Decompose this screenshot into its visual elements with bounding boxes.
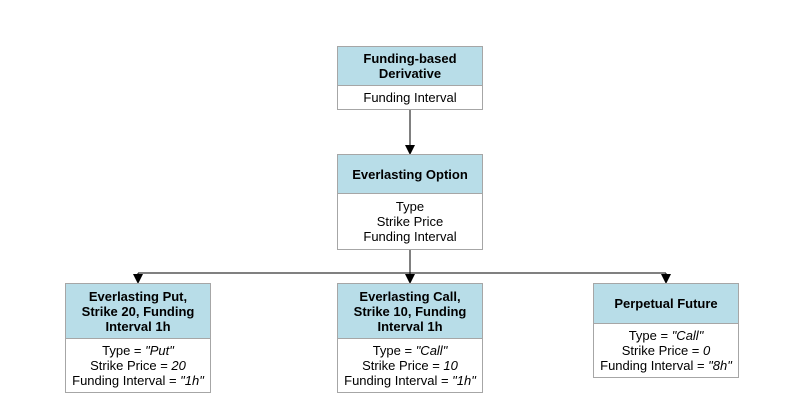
attribute: Funding Interval xyxy=(363,90,457,105)
attribute-value: "1h" xyxy=(452,373,476,388)
attribute: Type xyxy=(395,199,425,214)
attribute-name: Funding Interval = xyxy=(600,358,709,373)
node-attributes: Type = "Call" Strike Price = 0 Funding I… xyxy=(594,324,738,377)
attribute-name: Strike Price = xyxy=(621,343,704,358)
attribute-name: Type = xyxy=(102,343,146,358)
node-title: Everlasting Call, Strike 10, Funding Int… xyxy=(338,284,482,339)
attribute: Strike Price xyxy=(376,214,444,229)
attribute: Type = "Call" xyxy=(373,343,448,358)
node-attributes: Type Strike Price Funding Interval xyxy=(338,194,482,249)
attribute: Type = "Call" xyxy=(629,328,704,343)
node-everlasting-call: Everlasting Call, Strike 10, Funding Int… xyxy=(337,283,483,393)
attribute-value: "8h" xyxy=(708,358,732,373)
node-title: Funding-based Derivative xyxy=(338,47,482,86)
node-attributes: Funding Interval xyxy=(338,86,482,109)
attribute-name: Funding Interval = xyxy=(344,373,453,388)
attribute: Funding Interval = "1h" xyxy=(344,373,476,388)
attribute-name: Type = xyxy=(628,328,672,343)
attribute-value: 20 xyxy=(171,358,186,373)
attribute: Strike Price = 10 xyxy=(362,358,458,373)
attribute: Funding Interval = "1h" xyxy=(72,373,204,388)
attribute: Type = "Put" xyxy=(102,343,174,358)
attribute-value: "Call" xyxy=(671,328,704,343)
node-perpetual-future: Perpetual Future Type = "Call" Strike Pr… xyxy=(593,283,739,378)
attribute-value: "Put" xyxy=(145,343,174,358)
attribute-value: "1h" xyxy=(180,373,204,388)
node-everlasting-option: Everlasting Option Type Strike Price Fun… xyxy=(337,154,483,250)
attribute: Funding Interval = "8h" xyxy=(600,358,732,373)
attribute-name: Type = xyxy=(372,343,416,358)
attribute: Strike Price = 0 xyxy=(622,343,711,358)
attribute: Funding Interval xyxy=(363,229,457,244)
attribute: Strike Price = 20 xyxy=(90,358,186,373)
attribute-name: Funding Interval = xyxy=(72,373,181,388)
node-title: Perpetual Future xyxy=(594,284,738,324)
attribute-name: Strike Price = xyxy=(90,358,172,373)
attribute-value: 10 xyxy=(443,358,458,373)
node-attributes: Type = "Call" Strike Price = 10 Funding … xyxy=(338,339,482,392)
node-attributes: Type = "Put" Strike Price = 20 Funding I… xyxy=(66,339,210,392)
node-everlasting-put: Everlasting Put, Strike 20, Funding Inte… xyxy=(65,283,211,393)
node-funding-based-derivative: Funding-based Derivative Funding Interva… xyxy=(337,46,483,110)
node-title: Everlasting Option xyxy=(338,155,482,194)
attribute-name: Strike Price = xyxy=(362,358,444,373)
attribute-value: "Call" xyxy=(415,343,448,358)
node-title: Everlasting Put, Strike 20, Funding Inte… xyxy=(66,284,210,339)
attribute-value: 0 xyxy=(703,343,711,358)
